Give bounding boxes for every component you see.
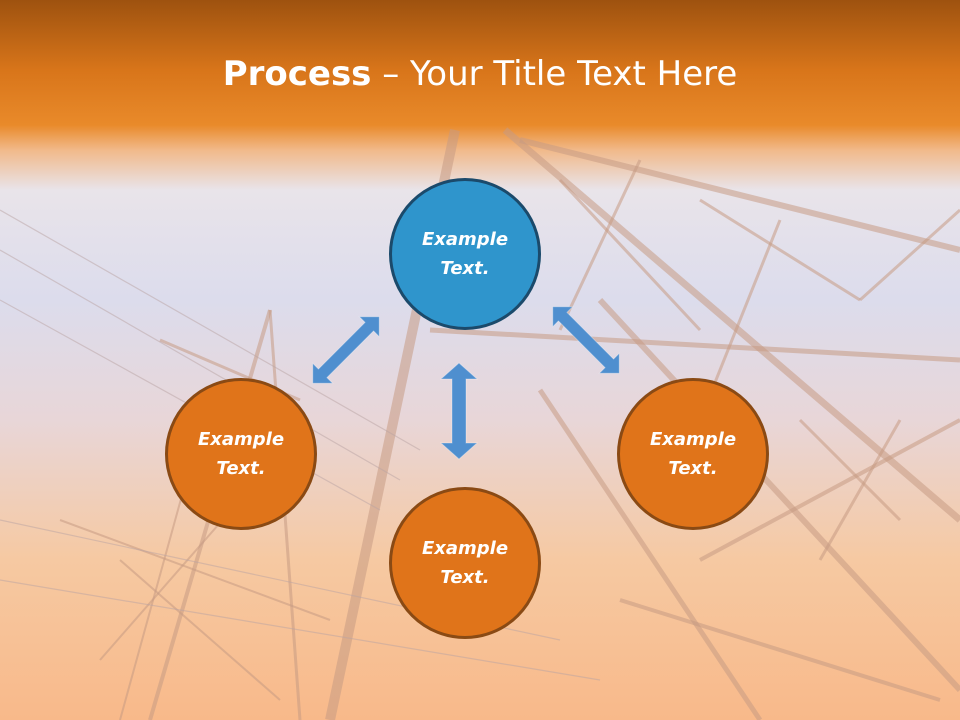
node-right-line1: Example [649, 429, 737, 450]
node-top-line1: Example [421, 229, 509, 250]
arrow-top-right [552, 306, 620, 374]
node-left-line1: Example [197, 429, 285, 450]
node-right-line2: Text. [668, 458, 718, 479]
title-bold: Process [222, 54, 372, 94]
arrow-top-left [312, 316, 380, 384]
slide-title: Process – Your Title Text Here [0, 52, 960, 96]
node-bottom-line1: Example [421, 538, 509, 559]
node-top-line2: Text. [440, 258, 490, 279]
node-bottom-line2: Text. [440, 567, 490, 588]
title-rest: – Your Title Text Here [371, 54, 738, 94]
arrow-vertical [439, 362, 479, 460]
node-left-line2: Text. [216, 458, 266, 479]
